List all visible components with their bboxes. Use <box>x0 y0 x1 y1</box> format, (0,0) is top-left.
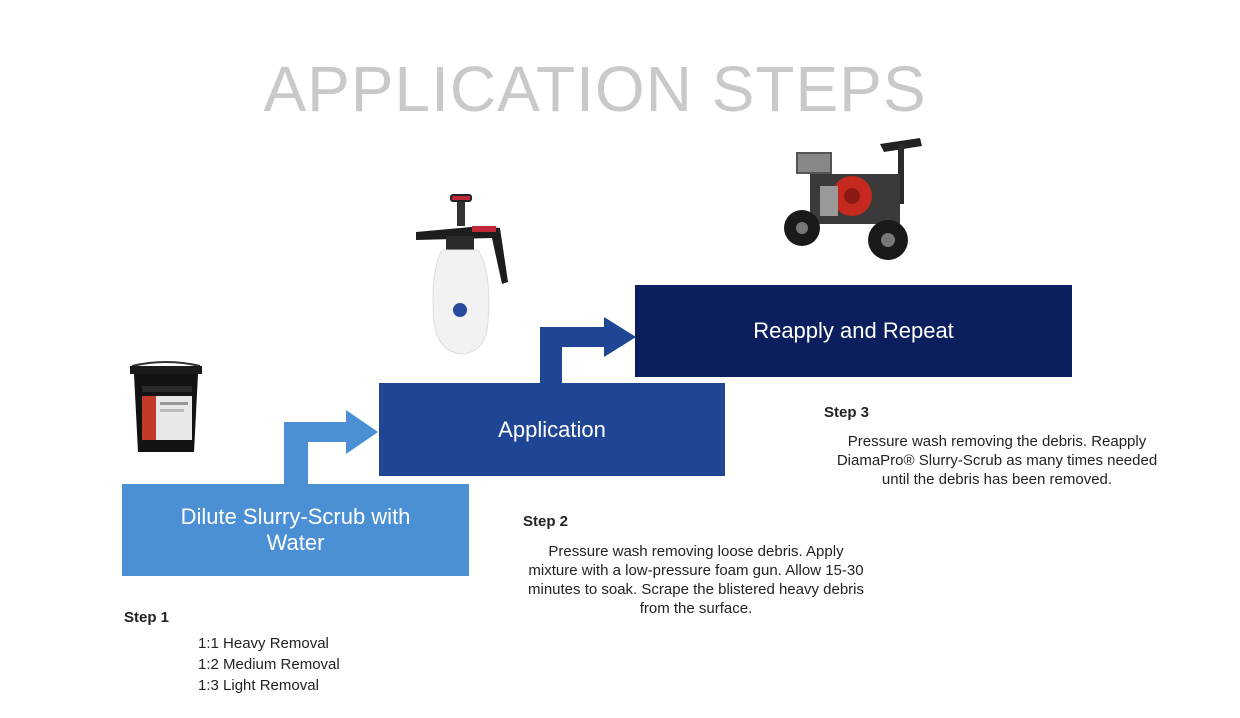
step2-description: Pressure wash removing loose debris. App… <box>528 543 865 617</box>
list-item: 1:3 Light Removal <box>198 677 319 694</box>
bucket-image <box>130 361 202 452</box>
step1-label: Step 1 <box>124 609 170 626</box>
arrow-step2-to-step3 <box>540 317 636 385</box>
step2-label: Step 2 <box>523 513 569 530</box>
step1-box: Dilute Slurry-Scrub with Water <box>122 484 469 576</box>
page-title: APPLICATION STEPS <box>263 53 927 125</box>
step3-box: Reapply and Repeat <box>635 285 1072 377</box>
step3-description: Pressure wash removing the debris. Reapp… <box>836 433 1158 488</box>
list-item: 1:2 Medium Removal <box>198 656 340 673</box>
step1-ratio-list: 1:1 Heavy Removal 1:2 Medium Removal 1:3… <box>198 633 340 696</box>
step3-label: Step 3 <box>824 404 870 421</box>
arrow-step1-to-step2 <box>284 410 378 486</box>
step2-box: Application <box>379 383 725 476</box>
pressure-washer-image <box>784 138 922 260</box>
sprayer-image <box>416 194 508 355</box>
list-item: 1:1 Heavy Removal <box>198 635 329 652</box>
